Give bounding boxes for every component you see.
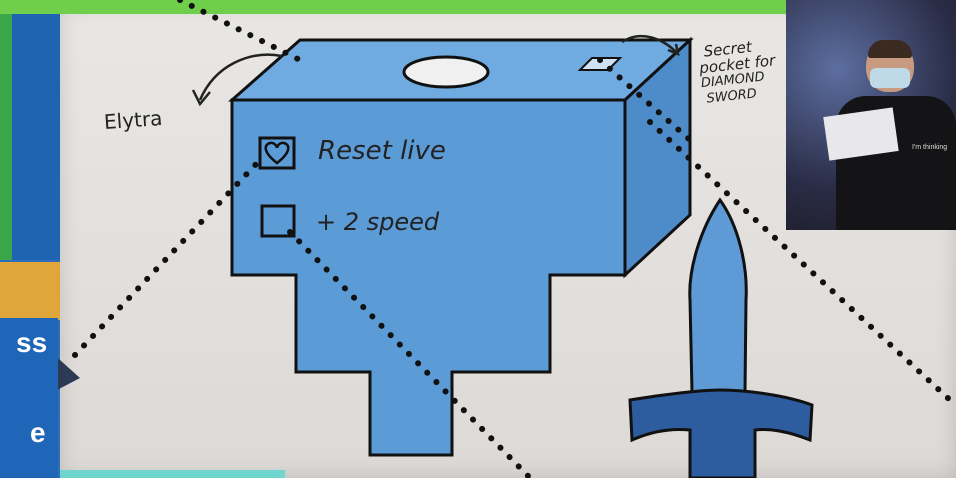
speed-label: + 2 speed	[316, 208, 439, 236]
reset-live-label: Reset live	[318, 136, 446, 166]
box-hole	[404, 57, 488, 87]
sword-blade	[690, 200, 746, 392]
secret-pocket-label: Secret pocket for DIAMOND SWORD	[697, 36, 783, 108]
left-title-card: ss e	[0, 318, 58, 478]
sword-guard	[630, 390, 812, 478]
elytra-label: Elytra	[103, 106, 163, 134]
teal-bar	[60, 470, 285, 478]
presenter-photo	[786, 0, 956, 230]
shirt-caption: I'm thinking	[912, 144, 947, 151]
presenter-figure	[836, 40, 946, 230]
